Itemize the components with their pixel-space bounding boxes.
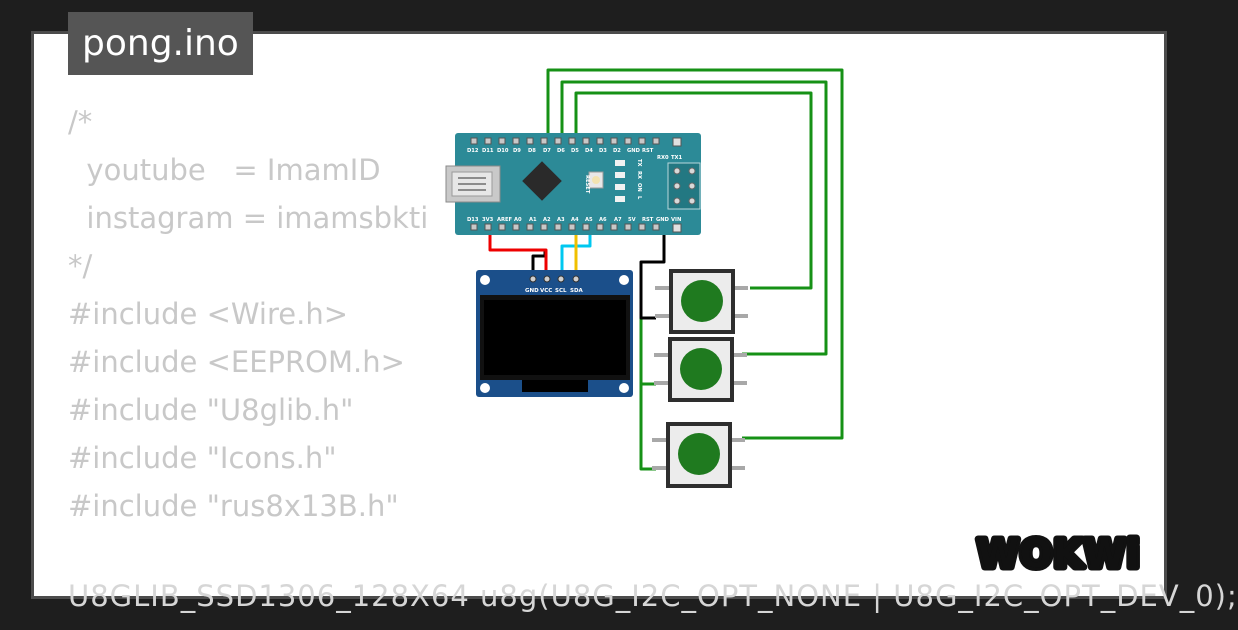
pushbutton[interactable]: [654, 337, 747, 402]
pin-label: D9: [513, 148, 521, 154]
pin-label: A0: [514, 217, 522, 223]
code-line-cut-off: U8GLIB_SSD1306_128X64 u8g(U8G_I2C_OPT_NO…: [68, 579, 1238, 613]
pin-label: D2: [613, 148, 621, 154]
reset-label: RESET: [584, 175, 590, 194]
oled-pin-label: SDA: [570, 288, 584, 294]
oled-pin-label: VCC: [540, 288, 552, 294]
pin-label: 3V3: [482, 217, 494, 223]
pushbutton[interactable]: [652, 422, 745, 488]
code-line: #include "Icons.h": [68, 441, 337, 475]
wire-d7-button3: [546, 68, 844, 440]
pin-label: D5: [571, 148, 579, 154]
wire-vcc-oled: [488, 228, 548, 278]
code-line: #include "rus8x13B.h": [68, 489, 399, 523]
wire-buttons-common: [639, 316, 656, 471]
pin-label: RST: [642, 217, 654, 223]
pin-label: A4: [571, 217, 579, 223]
pin-label: D11: [482, 148, 494, 154]
wokwi-logo: WOKWi WOKWi: [974, 529, 1144, 580]
project-card: /* youtube = ImamID instagram = imamsbkt…: [31, 31, 1237, 613]
code-line: #include "U8glib.h": [68, 393, 354, 427]
led-label: ON: [636, 183, 642, 192]
oled-display: GND VCC SCL SDA: [476, 270, 633, 397]
pin-label: TX1: [671, 155, 683, 161]
led-label: RX: [636, 171, 642, 179]
pin-label: A5: [585, 217, 593, 223]
pin-label: AREF: [497, 217, 513, 223]
oled-pin-label: GND: [525, 288, 539, 294]
pin-label: A6: [599, 217, 607, 223]
led-label: TX: [636, 159, 642, 167]
file-name-tab: pong.ino: [68, 12, 253, 75]
oled-pin-label: SCL: [555, 288, 567, 294]
pin-label: RX0: [657, 155, 669, 161]
arduino-nano-board: D12 D11 D10 D9 D8 D7 D6 D5 D4 D3 D2 GND …: [445, 133, 701, 235]
pin-label: D4: [585, 148, 593, 154]
pushbutton[interactable]: [655, 269, 748, 334]
led-label: L: [636, 196, 642, 200]
pin-label: D10: [497, 148, 509, 154]
code-line: instagram = imamsbkti: [68, 201, 429, 235]
pin-label: RST: [642, 148, 654, 154]
pin-label: VIN: [671, 217, 681, 223]
code-line: #include <EEPROM.h>: [68, 345, 405, 379]
pin-label: 5V: [628, 217, 636, 223]
wokwi-logo-text: WOKWi: [977, 532, 1141, 576]
pin-label: D6: [557, 148, 565, 154]
pin-label: A2: [543, 217, 551, 223]
pin-label: A7: [614, 217, 622, 223]
wire-gnd-buttons: [639, 228, 666, 320]
code-preview: /* youtube = ImamID instagram = imamsbkt…: [68, 98, 428, 530]
wokwi-logo-text: WOKWi: [977, 532, 1141, 576]
wire-d6-button2: [560, 80, 828, 356]
circuit-diagram: D12 D11 D10 D9 D8 D7 D6 D5 D4 D3 D2 GND …: [445, 68, 844, 488]
code-line: youtube = ImamID: [68, 153, 381, 187]
pin-label: A3: [557, 217, 565, 223]
pin-label: D8: [528, 148, 536, 154]
pin-label: D3: [599, 148, 607, 154]
code-line: #include <Wire.h>: [68, 297, 349, 331]
code-line: */: [68, 249, 93, 283]
code-line: /*: [68, 105, 93, 139]
wire-d5-button1: [574, 91, 813, 290]
pin-label: D7: [543, 148, 551, 154]
pin-label: D12: [467, 148, 479, 154]
pin-label: A1: [529, 217, 537, 223]
pin-label: D13: [467, 217, 479, 223]
pin-label: GND: [656, 217, 670, 223]
pin-label: GND: [627, 148, 641, 154]
